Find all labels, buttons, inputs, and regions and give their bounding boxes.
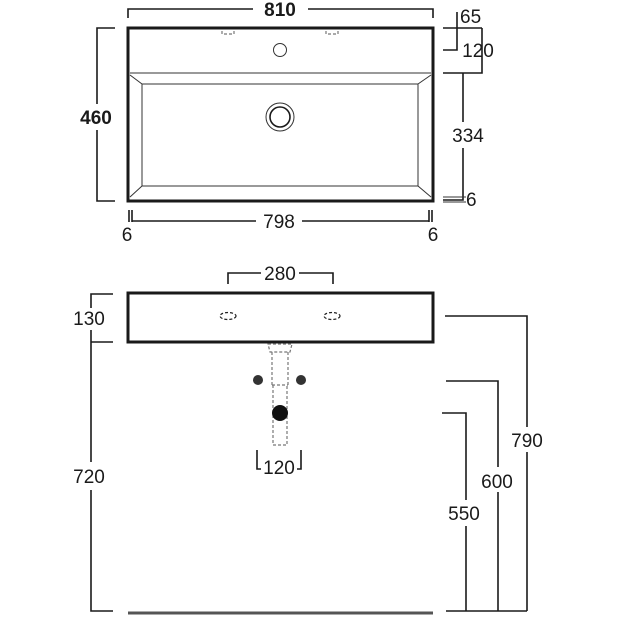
- tap-hole-icon: [273, 43, 287, 57]
- overflow-mark-right: [325, 31, 339, 35]
- dim-810: 810: [264, 0, 296, 21]
- trap-icon: [267, 343, 293, 446]
- screw-left-icon: [253, 375, 263, 385]
- dim-65: 65: [460, 7, 481, 28]
- dim-280: 280: [264, 264, 296, 285]
- dim-790: 790: [511, 431, 543, 452]
- basin-outline-front: [126, 291, 435, 344]
- dim-6-front: 6: [466, 190, 477, 211]
- dim-6-left: 6: [122, 225, 133, 246]
- tap-hole-left-icon: [219, 311, 237, 321]
- dim-6-right: 6: [428, 225, 439, 246]
- dim-130: 130: [73, 309, 105, 330]
- waste-outlet-icon: [272, 405, 288, 421]
- dim-550: 550: [448, 504, 480, 525]
- dim-120-front: 120: [263, 458, 295, 479]
- basin-bowl: [141, 83, 419, 187]
- dim-720: 720: [73, 467, 105, 488]
- top-view: 810 460 65 120 334 6 798 6 6: [80, 0, 494, 246]
- overflow-mark-left: [221, 31, 235, 35]
- dim-460: 460: [80, 108, 112, 129]
- dim-334: 334: [452, 126, 484, 147]
- dim-798: 798: [263, 212, 295, 233]
- basin-outline-top: [126, 26, 435, 203]
- tap-hole-right-icon: [323, 311, 341, 321]
- drain-inner-icon: [269, 106, 291, 128]
- screw-right-icon: [296, 375, 306, 385]
- dim-120-top: 120: [462, 41, 494, 62]
- drain-outer-icon: [265, 102, 295, 132]
- front-view: 280 130 720 120 790 600 550: [73, 264, 543, 615]
- dim-600: 600: [481, 472, 513, 493]
